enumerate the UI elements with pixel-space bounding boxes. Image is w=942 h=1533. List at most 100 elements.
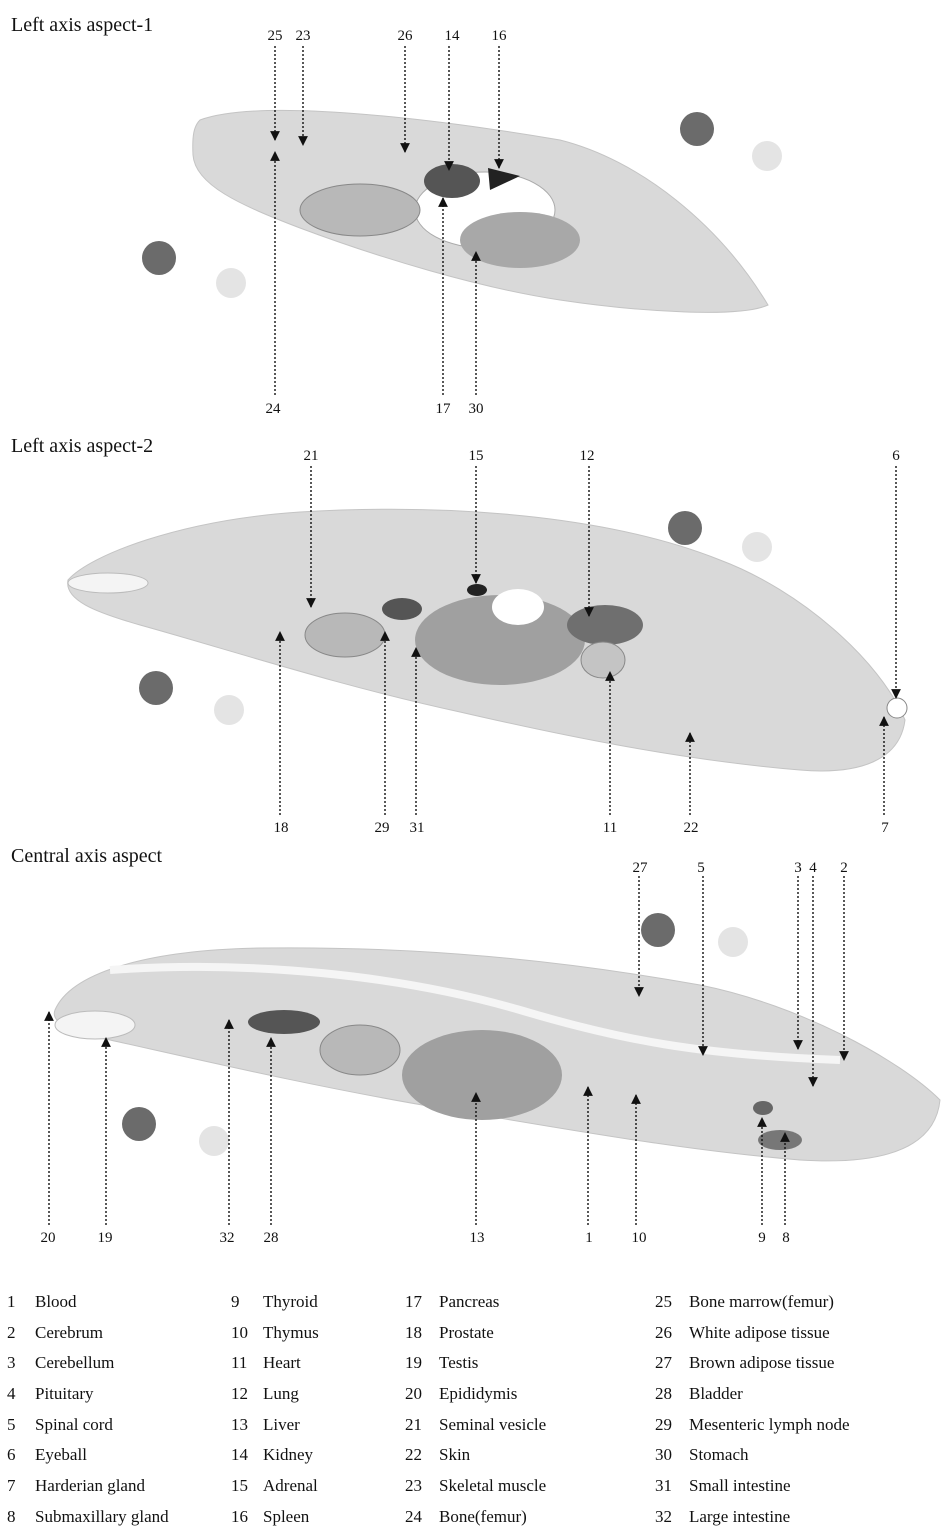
- legend-organ: Submaxillary gland: [35, 1502, 169, 1533]
- legend-organ: Bone(femur): [439, 1502, 527, 1533]
- label-6: 6: [892, 448, 900, 464]
- legend-item: 14Kidney: [231, 1440, 319, 1471]
- label-21: 21: [304, 448, 319, 464]
- label-20: 20: [41, 1230, 56, 1246]
- intestine-loops: [300, 184, 420, 236]
- label-7: 7: [881, 820, 889, 836]
- autoradiogram-diagram: 25 23 26 14 16 24 17 30 21: [0, 0, 942, 1280]
- label-5: 5: [697, 860, 705, 876]
- legend-number: 13: [231, 1410, 259, 1441]
- kidney-organ: [424, 164, 480, 198]
- legend-organ: Spinal cord: [35, 1410, 113, 1441]
- legend-column-3: 17Pancreas 18Prostate 19Testis 20Epididy…: [405, 1287, 546, 1533]
- label-24: 24: [266, 401, 282, 417]
- label-29: 29: [375, 820, 390, 836]
- legend-number: 28: [655, 1379, 683, 1410]
- label-23: 23: [296, 28, 311, 44]
- label-32: 32: [220, 1230, 235, 1246]
- adrenal-organ: [467, 584, 487, 596]
- legend-number: 10: [231, 1318, 259, 1349]
- legend-organ: Brown adipose tissue: [689, 1348, 834, 1379]
- legend-number: 26: [655, 1318, 683, 1349]
- label-22: 22: [684, 820, 699, 836]
- legend-number: 15: [231, 1471, 259, 1502]
- label-19: 19: [98, 1230, 113, 1246]
- legend-number: 6: [7, 1440, 23, 1471]
- legend-number: 2: [7, 1318, 23, 1349]
- legend-organ: Kidney: [263, 1440, 313, 1471]
- reference-marker-light: [214, 695, 244, 725]
- legend-number: 5: [7, 1410, 23, 1441]
- label-2: 2: [840, 860, 848, 876]
- legend-number: 23: [405, 1471, 433, 1502]
- label-3: 3: [794, 860, 802, 876]
- section-central: [54, 913, 940, 1161]
- legend-item: 5 Spinal cord: [7, 1410, 169, 1441]
- label-9: 9: [758, 1230, 766, 1246]
- legend-item: 6 Eyeball: [7, 1440, 169, 1471]
- eyeball-organ: [887, 698, 907, 718]
- legend-item: 18Prostate: [405, 1318, 546, 1349]
- legend-organ: Seminal vesicle: [439, 1410, 546, 1441]
- legend-organ: Pituitary: [35, 1379, 94, 1410]
- legend-organ: Bladder: [689, 1379, 743, 1410]
- legend-item: 16Spleen: [231, 1502, 319, 1533]
- legend-organ: Stomach: [689, 1440, 749, 1471]
- legend-number: 30: [655, 1440, 683, 1471]
- heart-organ: [581, 642, 625, 678]
- label-26: 26: [398, 28, 414, 44]
- label-31: 31: [410, 820, 425, 836]
- legend-organ: Mesenteric lymph node: [689, 1410, 850, 1441]
- legend-number: 3: [7, 1348, 23, 1379]
- kidney-organ: [382, 598, 422, 620]
- reference-marker-dark: [668, 511, 702, 545]
- testis-region: [55, 1011, 135, 1039]
- label-1: 1: [585, 1230, 593, 1246]
- legend-number: 29: [655, 1410, 683, 1441]
- legend-number: 8: [7, 1502, 23, 1533]
- legend-organ: Thymus: [263, 1318, 319, 1349]
- legend-organ: Blood: [35, 1287, 77, 1318]
- legend-organ: Skeletal muscle: [439, 1471, 546, 1502]
- thyroid-region: [753, 1101, 773, 1115]
- legend-number: 9: [231, 1287, 259, 1318]
- intestine-loops: [305, 613, 385, 657]
- legend-number: 12: [231, 1379, 259, 1410]
- legend-number: 17: [405, 1287, 433, 1318]
- reference-marker-light: [752, 141, 782, 171]
- legend-organ: Prostate: [439, 1318, 494, 1349]
- label-14: 14: [445, 28, 461, 44]
- label-4: 4: [809, 860, 817, 876]
- lung-region: [567, 605, 643, 645]
- legend-number: 14: [231, 1440, 259, 1471]
- legend-number: 16: [231, 1502, 259, 1533]
- legend-organ: Epididymis: [439, 1379, 517, 1410]
- legend-number: 25: [655, 1287, 683, 1318]
- reference-marker-light: [199, 1126, 229, 1156]
- label-25: 25: [268, 28, 283, 44]
- legend-number: 24: [405, 1502, 433, 1533]
- label-13: 13: [470, 1230, 485, 1246]
- reference-marker-dark: [139, 671, 173, 705]
- reference-marker-dark: [122, 1107, 156, 1141]
- legend-item: 7Harderian gland: [7, 1471, 169, 1502]
- label-8: 8: [782, 1230, 790, 1246]
- label-11: 11: [603, 820, 617, 836]
- legend-organ: Eyeball: [35, 1440, 87, 1471]
- label-17: 17: [436, 401, 452, 417]
